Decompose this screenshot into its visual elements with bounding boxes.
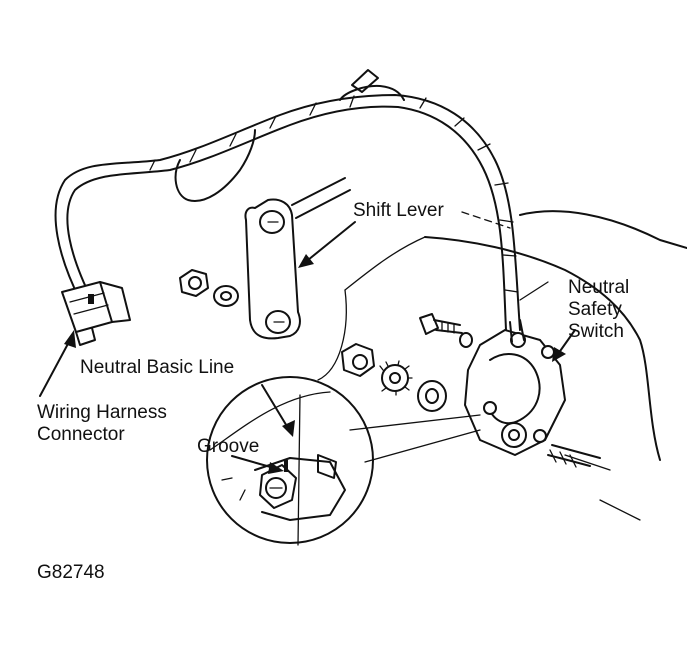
wiring-harness-connector-label-line: Wiring Harness xyxy=(37,402,167,423)
neutral-safety-switch-label: Neutral Safety Switch xyxy=(568,277,629,343)
groove-label: Groove xyxy=(197,436,260,457)
shift-lever-link xyxy=(244,177,351,340)
neutral-safety-switch-label-line: Neutral xyxy=(568,277,630,298)
detail-magnifier xyxy=(206,376,374,546)
nut-washer-set-left xyxy=(179,269,239,307)
transmission-case xyxy=(317,210,687,521)
arrow-neutral-basic-line xyxy=(261,384,295,437)
leader-switch-top xyxy=(519,281,549,301)
neutral-safety-switch-label-line: Safety xyxy=(568,299,622,320)
neutral-basic-line-label: Neutral Basic Line xyxy=(80,357,235,378)
zoom-line-top xyxy=(349,414,481,431)
shift-lever-label: Shift Lever xyxy=(353,200,444,221)
wiring-harness-connector-label-line: Connector xyxy=(37,424,125,445)
figure-id: G82748 xyxy=(37,562,105,583)
harness-connector xyxy=(61,281,131,346)
arrow-groove xyxy=(231,455,284,474)
zoom-line-bottom xyxy=(364,429,481,463)
arrow-shift-lever xyxy=(298,221,356,268)
arrow-wiring-harness-connector xyxy=(39,330,76,397)
wiring-harness xyxy=(54,69,521,331)
neutral-safety-switch xyxy=(464,319,601,468)
neutral-safety-switch-label-line: Switch xyxy=(568,321,624,342)
leader-shift-lever-to-harness xyxy=(461,211,511,229)
switch-fasteners xyxy=(341,313,473,412)
arrow-neutral-safety-switch xyxy=(552,329,576,362)
wiring-harness-connector-label: Wiring Harness Connector xyxy=(37,402,167,446)
